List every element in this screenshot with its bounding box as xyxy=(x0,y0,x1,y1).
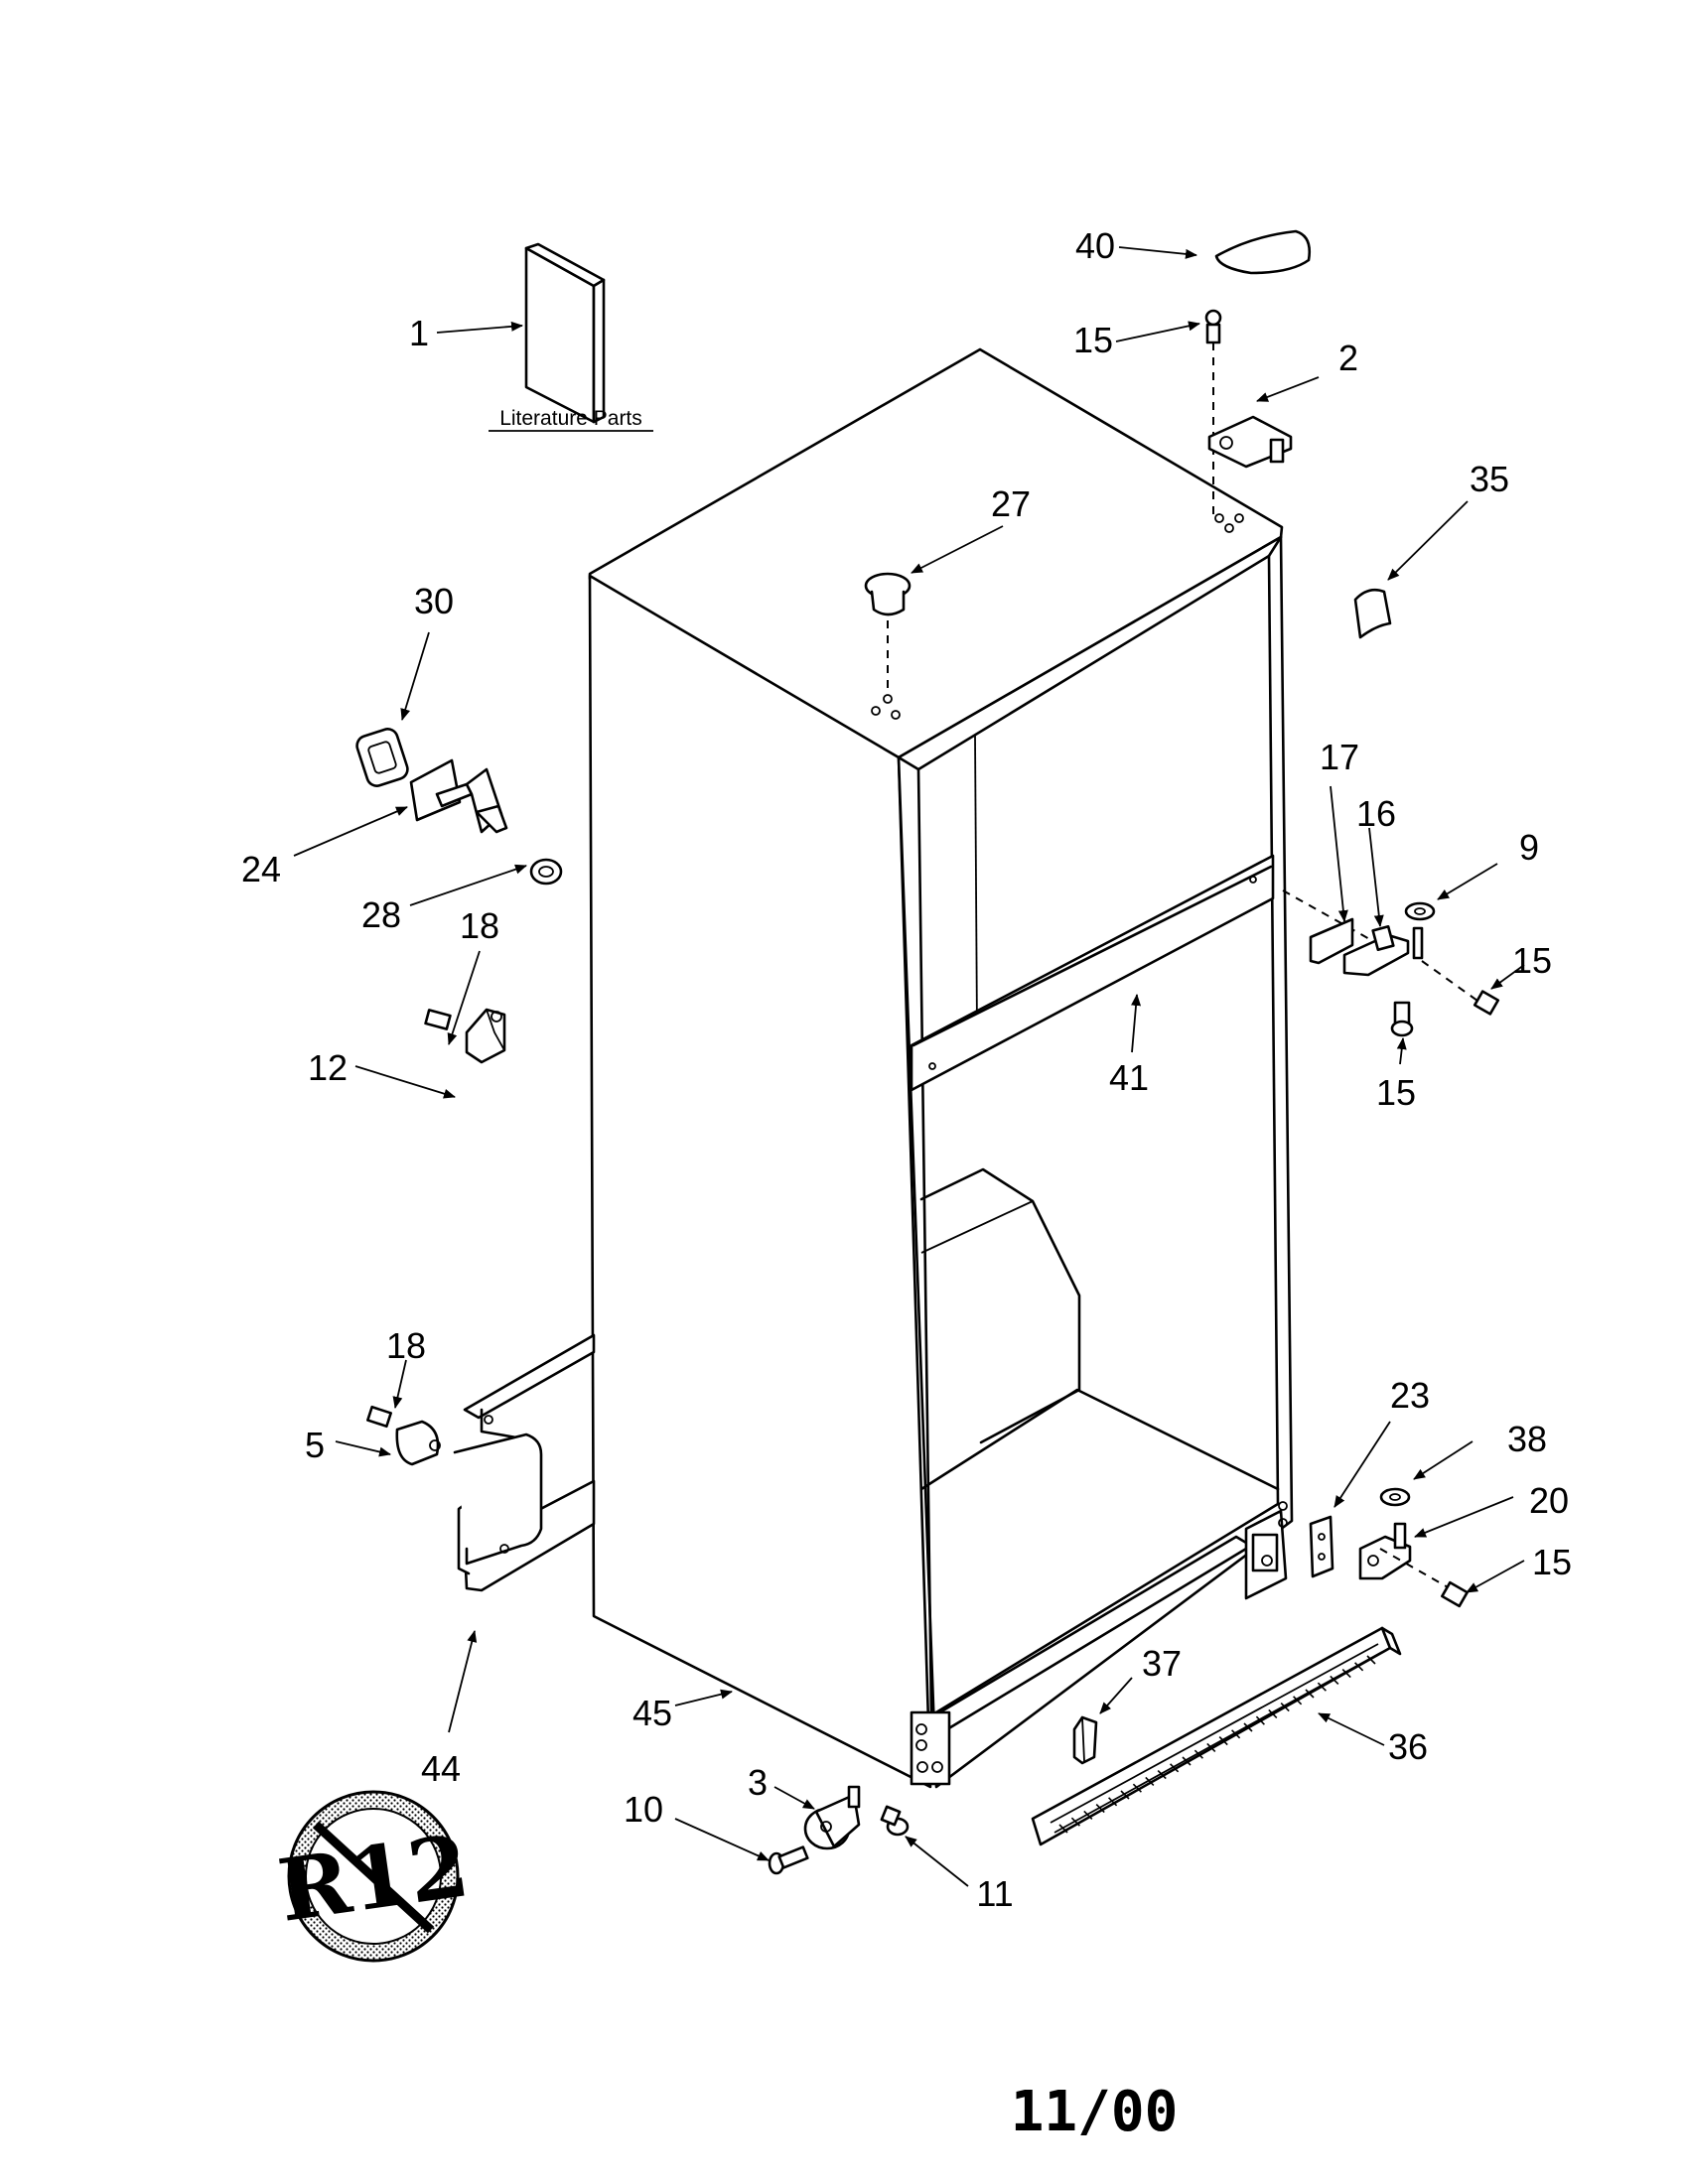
grille-slot xyxy=(1170,1763,1180,1773)
grille-slot xyxy=(1330,1675,1339,1685)
date-code: 11/00 xyxy=(1011,2080,1179,2144)
callout-2: 2 xyxy=(1338,338,1358,378)
callout-24: 24 xyxy=(241,849,281,889)
callout-5: 5 xyxy=(305,1425,325,1465)
control-shaft-part-24 xyxy=(409,758,508,834)
center-mullion-part-41 xyxy=(910,854,1275,1092)
callout-10: 10 xyxy=(624,1789,663,1830)
literature-parts-label: Literature Parts xyxy=(499,407,642,430)
bracket-part-12 xyxy=(424,1008,506,1064)
grille-slot xyxy=(1341,1669,1351,1679)
grille-slot xyxy=(1366,1655,1376,1665)
callout-15-bottom-right: 15 xyxy=(1532,1542,1572,1582)
callout-45: 45 xyxy=(632,1693,672,1733)
grille-slot xyxy=(1305,1689,1315,1699)
callout-1: 1 xyxy=(409,313,429,353)
grille-slot xyxy=(1095,1804,1105,1814)
top-plug-part-27 xyxy=(864,572,912,720)
grille-slot xyxy=(1132,1783,1142,1793)
callout-30: 30 xyxy=(414,581,454,621)
callout-27: 27 xyxy=(991,483,1031,524)
grille-slot xyxy=(1157,1770,1167,1780)
grille-slot xyxy=(1193,1749,1203,1759)
callout-41: 41 xyxy=(1109,1057,1149,1098)
callout-3: 3 xyxy=(748,1762,768,1803)
grille-slot xyxy=(1206,1742,1216,1752)
callout-38: 38 xyxy=(1507,1419,1547,1459)
bushing-part-28 xyxy=(529,858,563,886)
screw-part-11 xyxy=(880,1805,910,1837)
callout-9: 9 xyxy=(1519,827,1539,868)
top-hinge-cover-part-40 xyxy=(1214,229,1311,275)
top-hinge-part-2 xyxy=(1204,309,1293,533)
callout-35: 35 xyxy=(1470,459,1509,499)
clamp-part-5 xyxy=(366,1405,441,1466)
grille-slot xyxy=(1243,1722,1253,1732)
grille-slot xyxy=(1280,1703,1290,1712)
callout-15-right-upper: 15 xyxy=(1512,940,1552,981)
grille-slot xyxy=(1255,1715,1265,1725)
no-r12-symbol: R12 xyxy=(273,1790,475,1963)
grille-slot xyxy=(1317,1682,1327,1692)
grille-slot xyxy=(1268,1708,1278,1718)
callout-23: 23 xyxy=(1390,1375,1430,1416)
cabinet-shell xyxy=(588,347,1294,1789)
callout-40: 40 xyxy=(1075,225,1115,266)
callout-37: 37 xyxy=(1142,1643,1182,1684)
callout-18-upper: 18 xyxy=(460,905,499,946)
grille-slot xyxy=(1182,1756,1192,1766)
hinge-cap-part-35 xyxy=(1353,588,1392,639)
side-plate-part-44 xyxy=(453,1333,596,1592)
callout-17: 17 xyxy=(1320,737,1359,777)
leader-arrows xyxy=(293,246,1525,1887)
bottom-hinge-part-20-23 xyxy=(1309,1487,1469,1608)
callout-12: 12 xyxy=(308,1047,348,1088)
center-hinge-part-16-17 xyxy=(1282,889,1500,1037)
grille-slot xyxy=(1293,1696,1303,1706)
grille-slot xyxy=(1120,1790,1130,1800)
grille-slot xyxy=(1145,1776,1155,1786)
callout-15-right-lower: 15 xyxy=(1376,1072,1416,1113)
toe-grille-part-36 xyxy=(1031,1626,1402,1846)
grille-slot xyxy=(1058,1824,1068,1834)
callout-16: 16 xyxy=(1356,793,1396,834)
leveling-leg-part-3 xyxy=(803,1785,861,1850)
callout-labels: 1 40 15 2 35 27 30 24 28 18 12 17 16 9 1… xyxy=(241,225,1572,1914)
callout-18-lower: 18 xyxy=(386,1325,426,1366)
callout-36: 36 xyxy=(1388,1726,1428,1767)
grille-slot xyxy=(1354,1662,1364,1672)
grille-slot xyxy=(1218,1736,1228,1746)
grille-clip-part-37 xyxy=(1072,1715,1098,1765)
control-knob-part-30 xyxy=(355,728,409,787)
grille-slot xyxy=(1231,1729,1241,1739)
callout-11: 11 xyxy=(976,1873,1013,1914)
grille-slot xyxy=(1070,1817,1080,1827)
lower-hinge-mount xyxy=(1244,1501,1288,1600)
screw-part-10 xyxy=(768,1845,809,1875)
callout-15-top: 15 xyxy=(1073,320,1113,360)
callout-44: 44 xyxy=(421,1748,461,1789)
grille-slot xyxy=(1108,1797,1118,1807)
callout-20: 20 xyxy=(1529,1480,1569,1521)
callout-28: 28 xyxy=(361,894,401,935)
grille-slot xyxy=(1083,1810,1093,1820)
literature-book-part-1 xyxy=(524,242,606,424)
